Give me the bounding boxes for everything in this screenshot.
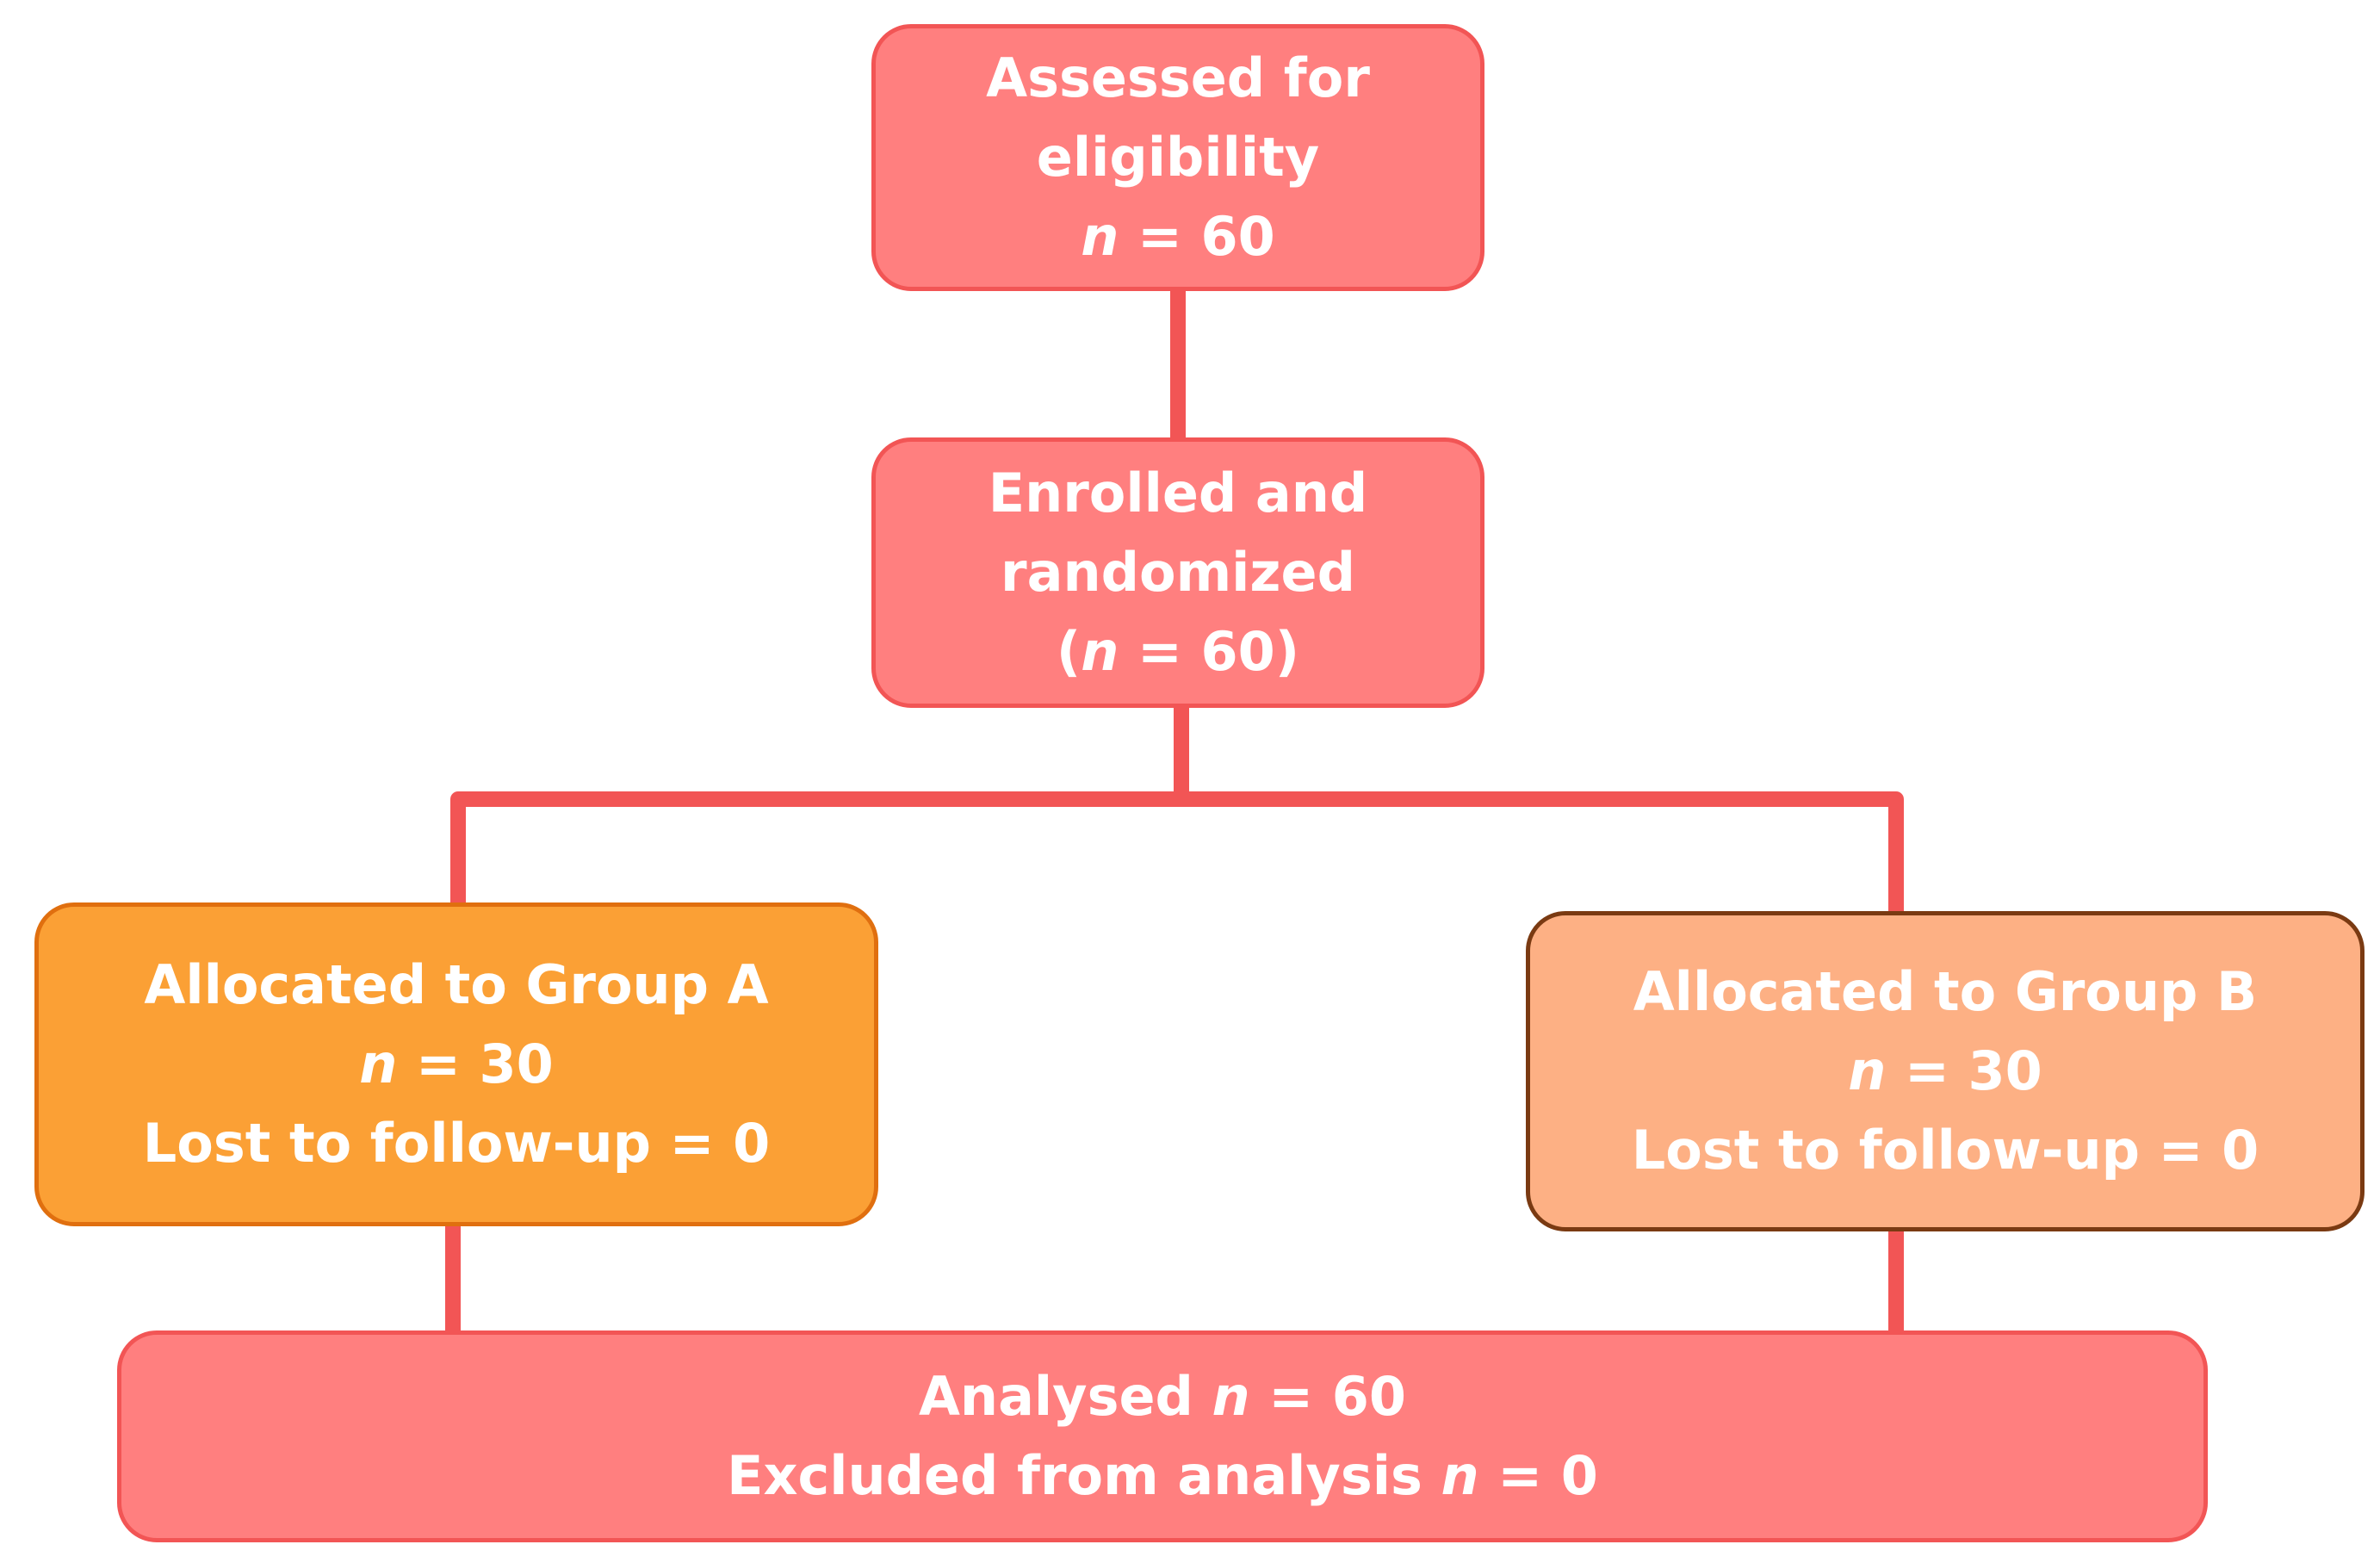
group-b-lost: Lost to follow-up = 0	[1631, 1119, 2259, 1182]
assessed-for-eligibility-box: Assessed for eligibility n = 60	[871, 24, 1484, 291]
group-a-box: Allocated to Group A n = 30 Lost to foll…	[34, 902, 878, 1226]
group-b-count: n = 30	[1848, 1032, 2042, 1111]
excluded-label: Excluded from analysis	[727, 1444, 1441, 1507]
assessed-line-1: Assessed for	[986, 47, 1370, 109]
analysed-count-value: = 60	[1249, 1365, 1407, 1428]
n-symbol: n	[1081, 620, 1119, 683]
n-symbol: n	[1441, 1444, 1479, 1507]
assessed-line-2: eligibility	[1036, 126, 1320, 189]
analysed-label: Analysed	[918, 1365, 1212, 1428]
assessed-count-value: = 60	[1119, 205, 1275, 268]
group-b-box: Allocated to Group B n = 30 Lost to foll…	[1526, 911, 2365, 1231]
group-a-count: n = 30	[359, 1025, 554, 1104]
group-b-title: Allocated to Group B	[1633, 960, 2258, 1023]
enrolled-count-value: = 60)	[1119, 620, 1300, 683]
group-a-count-value: = 30	[397, 1033, 554, 1095]
enrolled-randomized-box: Enrolled and randomized (n = 60)	[871, 437, 1484, 708]
group-a-title: Allocated to Group A	[144, 953, 769, 1016]
n-symbol: n	[1212, 1365, 1250, 1428]
n-symbol: n	[1081, 205, 1119, 268]
assessed-count: n = 60	[1081, 197, 1275, 276]
group-a-lost: Lost to follow-up = 0	[142, 1112, 771, 1175]
enrolled-line-1: Enrolled and	[988, 462, 1368, 524]
excluded-count-value: = 0	[1478, 1444, 1598, 1507]
excluded-line: Excluded from analysis n = 0	[727, 1436, 1598, 1516]
connector-split-bar	[450, 791, 1904, 919]
analysed-box: Analysed n = 60 Excluded from analysis n…	[117, 1330, 2208, 1542]
enrolled-line-2: randomized	[1001, 541, 1355, 604]
group-b-count-value: = 30	[1886, 1039, 2042, 1102]
enrolled-count: (n = 60)	[1057, 612, 1299, 692]
n-symbol: n	[1848, 1039, 1887, 1102]
enrolled-open-paren: (	[1056, 620, 1082, 683]
analysed-line: Analysed n = 60	[919, 1357, 1406, 1436]
n-symbol: n	[359, 1033, 398, 1095]
